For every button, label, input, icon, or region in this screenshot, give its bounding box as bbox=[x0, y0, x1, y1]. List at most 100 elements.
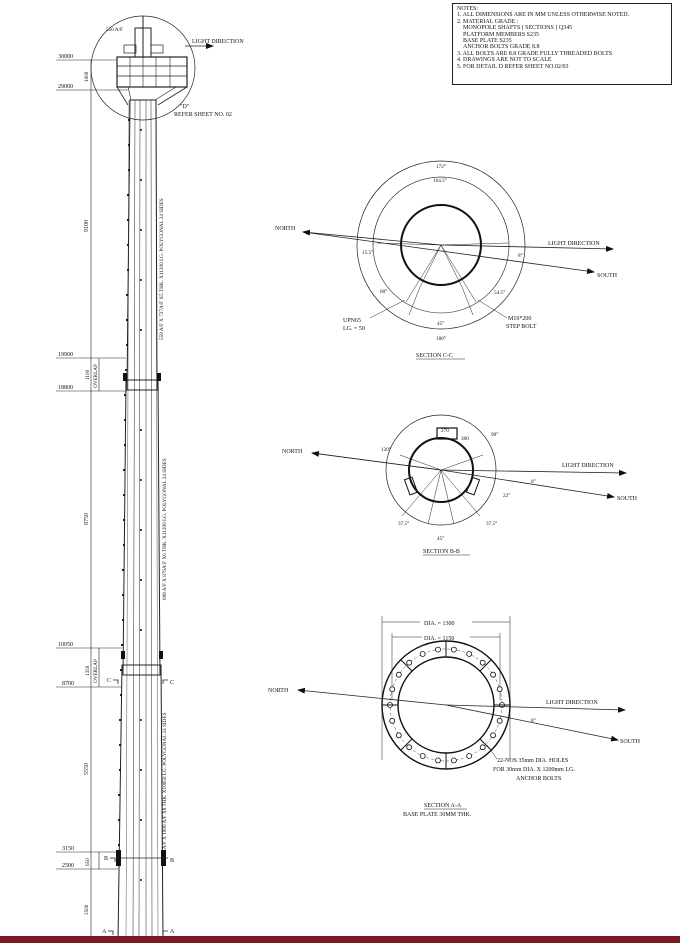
notes-line: ANCHOR BOLTS GRADE 8.8 bbox=[463, 44, 540, 51]
step-bolts bbox=[117, 118, 142, 881]
shaft-2-label: 699 A/F X 876A/F X6 THK. X11200 LG. POLY… bbox=[162, 458, 168, 600]
notes-line: NOTES: bbox=[457, 6, 478, 12]
a-dia-1150: DIA. = 1150 bbox=[424, 636, 454, 642]
section-c-c: 172° 164.5° 15.5° 8° 60° 54.5° 45° 180° … bbox=[275, 160, 618, 360]
shaft-section-1 bbox=[126, 99, 158, 391]
a-light-direction: LIGHT DIRECTION bbox=[546, 700, 598, 706]
b-dim-270: 270 bbox=[441, 428, 449, 434]
level-10050: 10050 bbox=[58, 642, 73, 648]
cut-b-right: B bbox=[170, 858, 174, 864]
c-angle-545: 54.5° bbox=[494, 289, 505, 296]
b-light-direction: LIGHT DIRECTION bbox=[562, 463, 614, 469]
dim-650: 650 bbox=[85, 858, 91, 866]
notes-line: 4. DRAWINGS ARE NOT TO SCALE bbox=[457, 57, 552, 64]
c-step-bolt-size: M16*200 bbox=[508, 316, 531, 322]
b-angle-22: 22° bbox=[503, 492, 510, 499]
notes-line: 3. ALL BOLTS ARE 8.8 GRADE FULLY THREADE… bbox=[457, 50, 613, 57]
section-a-title: SECTION A-A bbox=[424, 803, 462, 809]
b-north-label: NORTH bbox=[282, 449, 303, 455]
platform-frame bbox=[116, 56, 188, 88]
dim-1350: 1350 bbox=[85, 665, 91, 676]
c-south-label: SOUTH bbox=[597, 273, 618, 279]
section-b-outer-circle bbox=[385, 414, 497, 526]
a-south-label: SOUTH bbox=[620, 739, 641, 745]
dim-2500: 2500 bbox=[84, 904, 90, 915]
section-a-subtitle: BASE PLATE 30MM THK. bbox=[403, 812, 472, 818]
overlap-1: OVERLAP bbox=[93, 364, 99, 388]
shaft-1-label: 550 A/F X 727A/F X5 THK. X11200 LG. POLY… bbox=[159, 198, 165, 340]
level-29000: 29000 bbox=[58, 84, 73, 90]
top-af-label: 550 A/F bbox=[106, 27, 123, 33]
cut-a-left: A bbox=[102, 929, 107, 935]
level-18800: 18800 bbox=[58, 385, 73, 391]
level-lines bbox=[56, 59, 128, 939]
section-c-shaft bbox=[400, 204, 482, 286]
b-dim-300: 300 bbox=[461, 436, 469, 442]
dim-9100: 9100 bbox=[84, 220, 90, 232]
cut-a-right: A bbox=[170, 929, 175, 935]
b-angle-8: 8° bbox=[531, 478, 536, 485]
section-b-bracket bbox=[436, 427, 458, 440]
c-north-label: NORTH bbox=[275, 226, 296, 232]
notes-line: 2. MATERIAL GRADE : bbox=[457, 18, 519, 25]
c-angle-164: 164.5° bbox=[433, 177, 447, 184]
c-angle-60: 60° bbox=[380, 288, 387, 295]
c-upn-label: UPN65 bbox=[343, 318, 361, 324]
dim-1100: 1100 bbox=[85, 369, 91, 380]
notes-line: MONOPOLE SHAFTS ( SECTIONS ) Q345 bbox=[463, 25, 573, 32]
dim-5550: 5550 bbox=[84, 763, 90, 775]
elevation-view: 30000 29000 19900 18800 10050 8700 3150 … bbox=[56, 15, 244, 943]
b-angle-375-left: 37.5° bbox=[398, 520, 409, 527]
level-2500: 2500 bbox=[62, 863, 74, 869]
detail-d-ref: REFER SHEET NO. 02 bbox=[174, 112, 232, 118]
cut-c-left: C bbox=[107, 678, 111, 684]
overlap-2: OVERLAP bbox=[93, 659, 99, 683]
notes-line: PLATFORM MEMBERS S235 bbox=[463, 31, 540, 38]
b-south-label: SOUTH bbox=[617, 496, 638, 502]
b-angle-375-right: 37.5° bbox=[486, 520, 497, 527]
notes-box: NOTES: 1. ALL DIMENSIONS ARE IN MM UNLES… bbox=[452, 3, 672, 85]
a-holes-line1: 22-NOS 35mm DIA. HOLES bbox=[497, 758, 568, 764]
detail-d-label: "D" bbox=[180, 104, 190, 110]
section-c-outer-circle bbox=[356, 160, 526, 330]
dim-8750: 8750 bbox=[84, 513, 90, 525]
notes-line: 1. ALL DIMENSIONS ARE IN MM UNLESS OTHER… bbox=[457, 12, 630, 19]
b-angle-120: 120° bbox=[381, 446, 391, 453]
c-step-bolt-label: STEP BOLT bbox=[506, 324, 537, 330]
level-30000: 30000 bbox=[58, 54, 73, 60]
section-b-shaft bbox=[408, 437, 474, 503]
section-b-b: 270 300 90° 120° 22° 8° 37.5° 37.5° 45° … bbox=[282, 414, 638, 556]
c-angle-180: 180° bbox=[436, 335, 446, 342]
a-dia-1300: DIA. = 1300 bbox=[424, 621, 455, 627]
shaft-section-3 bbox=[117, 664, 164, 941]
c-upn-length: LG. = 50 bbox=[343, 326, 365, 332]
cut-b-left: B bbox=[104, 856, 108, 862]
bottom-border-strip bbox=[0, 936, 680, 943]
a-holes-line2: FOR 30mm DIA. X 1200mm LG. bbox=[493, 767, 575, 773]
section-c-title: SECTION C-C bbox=[416, 353, 453, 359]
shaft-3-label: 842 A/F X 1000 A/F X8 THK. X10050 LG. PO… bbox=[162, 712, 168, 858]
c-angle-172: 172° bbox=[436, 163, 446, 170]
a-angle-8: 8° bbox=[531, 717, 536, 724]
level-19900: 19900 bbox=[58, 352, 73, 358]
a-north-label: NORTH bbox=[268, 688, 289, 694]
b-angle-90: 90° bbox=[491, 431, 498, 438]
a-holes-line3: ANCHOR BOLTS bbox=[516, 776, 561, 782]
section-a-a: DIA. = 1300 DIA. = 1150 bbox=[268, 616, 641, 818]
level-8700: 8700 bbox=[62, 681, 74, 687]
level-3150: 3150 bbox=[62, 846, 74, 852]
section-b-title: SECTION B-B bbox=[423, 549, 460, 555]
elevation-light-direction: LIGHT DIRECTION bbox=[192, 39, 244, 45]
anchor-bolt-holes bbox=[387, 646, 505, 764]
shaft-section-2 bbox=[122, 379, 161, 676]
c-angle-15: 15.5° bbox=[362, 249, 373, 256]
notes-line: 5. FOR DETAIL D REFER SHEET NO.02/03 bbox=[457, 63, 569, 70]
notes-line: BASE PLATE S235 bbox=[463, 38, 512, 45]
cut-c-right: C bbox=[170, 680, 174, 686]
c-light-direction: LIGHT DIRECTION bbox=[548, 241, 600, 247]
b-angle-45: 45° bbox=[437, 535, 444, 542]
c-angle-45: 45° bbox=[437, 320, 444, 327]
c-angle-8: 8° bbox=[518, 252, 523, 259]
